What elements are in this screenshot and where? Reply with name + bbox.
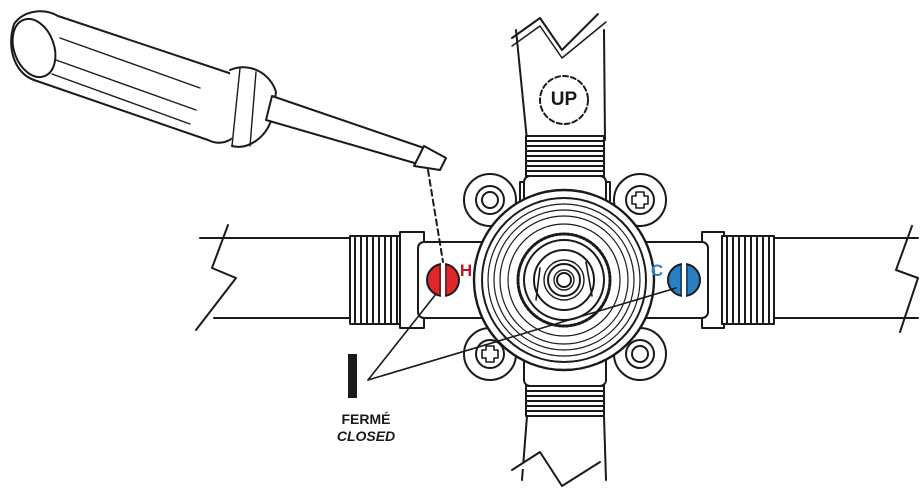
screwdriver-guide-line — [427, 169, 444, 263]
right-pipe-thread — [701, 231, 775, 329]
closed-label-french: FERMÉ — [341, 411, 391, 427]
cold-stop-screw — [667, 262, 701, 298]
closed-label-english: CLOSED — [336, 428, 396, 444]
up-marker — [539, 75, 589, 125]
valve-cartridge — [472, 188, 656, 372]
left-pipe-thread — [349, 231, 425, 329]
mounting-ear-top-right — [613, 173, 667, 227]
leader-line-cold — [367, 287, 677, 381]
cold-letter-label: C — [650, 261, 664, 280]
hot-letter-label: H — [459, 261, 473, 280]
up-label: UP — [550, 89, 578, 110]
top-pipe — [511, 13, 607, 141]
right-pipe — [773, 225, 919, 333]
leader-line-hot — [367, 293, 437, 381]
vertical-bar-icon — [348, 354, 357, 398]
screwdriver-icon — [10, 10, 447, 171]
hot-stop-screw — [426, 262, 460, 298]
left-pipe — [195, 224, 353, 331]
bottom-pipe — [511, 415, 607, 487]
